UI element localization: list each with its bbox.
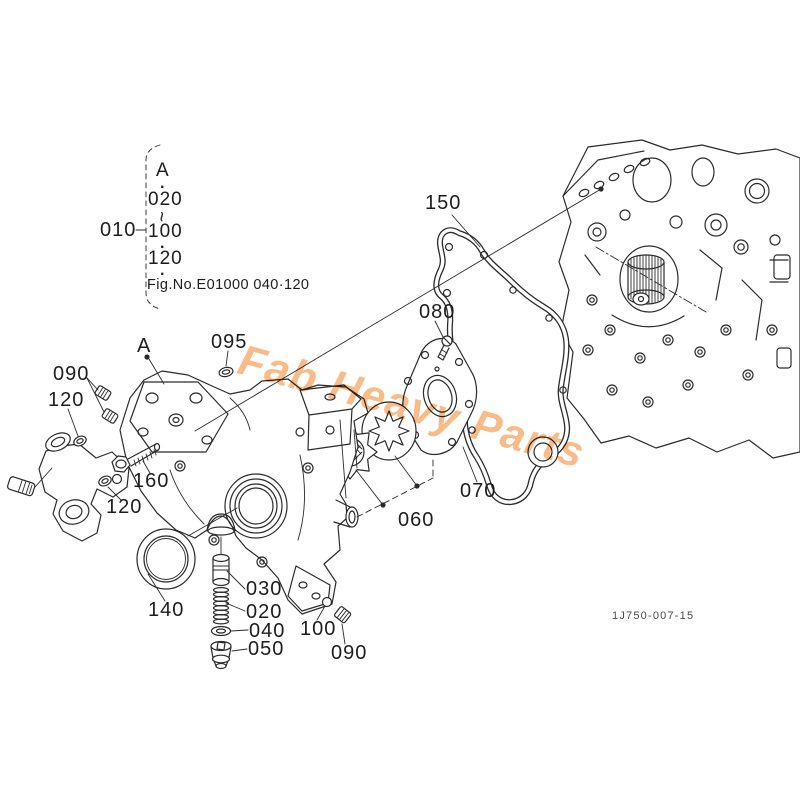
oil-seal-140-drawing <box>136 528 196 590</box>
washer-040-drawing <box>210 625 232 637</box>
callout-060: 060 <box>398 509 435 531</box>
refbox-line-100: 100 <box>148 221 183 242</box>
relief-valve-piston-030-drawing <box>212 553 230 587</box>
callout-040: 040 <box>249 620 286 642</box>
outer-rotor-drawing <box>361 401 417 461</box>
plug-090-lower-drawing <box>333 606 352 624</box>
leader-lines <box>34 186 604 652</box>
callout-120-upper: 120 <box>48 389 85 411</box>
gasket-150-drawing <box>433 227 571 506</box>
oring-120-lower-drawing <box>98 475 112 487</box>
drawing-number: 1J750-007-15 <box>612 610 695 622</box>
plug-090-upper-b-drawing <box>101 408 119 424</box>
ball-100-drawing <box>321 596 333 608</box>
callout-080: 080 <box>419 301 456 323</box>
figure-number: Fig.No.E01000 040·120 <box>147 277 310 293</box>
refbox-dot-1: · <box>160 179 166 196</box>
spring-020-drawing <box>212 586 230 625</box>
callout-090-lower: 090 <box>331 642 368 664</box>
oring-095-drawing <box>218 366 234 378</box>
refbox-dot-3: · <box>160 266 166 283</box>
callout-030: 030 <box>246 578 283 600</box>
refbox-line-a: A <box>156 160 170 181</box>
callout-150: 150 <box>425 192 462 214</box>
refbox-line-120: 120 <box>148 248 183 269</box>
callout-020: 020 <box>246 601 283 623</box>
callout-140: 140 <box>148 599 185 621</box>
callout-160: 160 <box>133 470 170 492</box>
bolt-160-drawing <box>111 442 161 473</box>
callout-120-lower: 120 <box>106 496 143 518</box>
oil-joint-fitting-drawing <box>38 432 130 542</box>
block-bolt-holes <box>582 294 778 408</box>
refbox-dot-2: · <box>160 239 166 256</box>
callout-view-a: A <box>137 335 152 357</box>
callout-070: 070 <box>460 480 497 502</box>
engine-block-drawing <box>558 139 800 459</box>
plug-090-far-left-drawing <box>7 476 36 497</box>
screw-080-drawing <box>437 335 453 361</box>
callout-050: 050 <box>248 638 285 660</box>
reference-bracket <box>135 144 161 310</box>
oring-120-upper-drawing <box>73 435 87 447</box>
callout-090-upper: 090 <box>53 363 90 385</box>
callout-095: 095 <box>211 331 248 353</box>
callout-010: 010 <box>100 219 137 241</box>
plug-050-drawing <box>210 640 232 670</box>
callout-100: 100 <box>300 618 337 640</box>
refbox-line-020: 020 <box>148 189 183 210</box>
